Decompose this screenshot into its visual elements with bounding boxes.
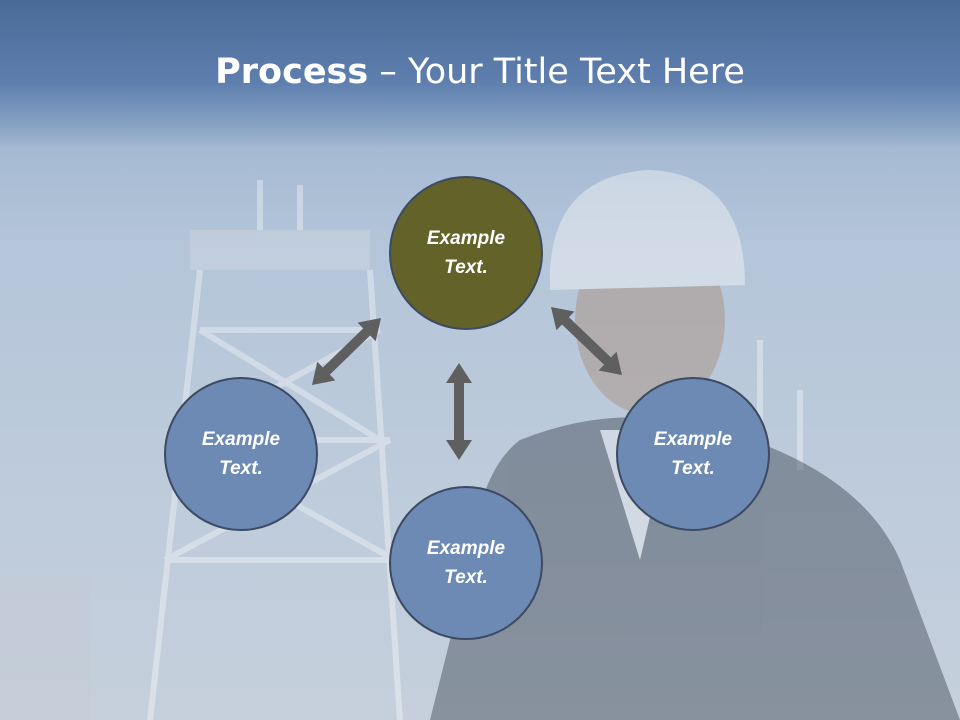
double-arrow-top-bottom [446, 363, 472, 460]
title-bar [0, 0, 960, 150]
slide-title[interactable]: Process – Your Title Text Here [0, 52, 960, 92]
node-text-line2: Text. [219, 458, 263, 479]
node-text-line1: Example [426, 228, 506, 249]
double-arrow-top-left [312, 318, 381, 385]
node-text-line1: Example [653, 429, 733, 450]
node-text-line2: Text. [444, 567, 488, 588]
title-rest: – Your Title Text Here [368, 52, 745, 92]
title-bold: Process [215, 52, 369, 92]
double-arrow-top-right [551, 307, 622, 375]
node-text-line2: Text. [444, 257, 488, 278]
node-text-line1: Example [426, 538, 506, 559]
node-text-line2: Text. [671, 458, 715, 479]
node-text-line1: Example [201, 429, 281, 450]
